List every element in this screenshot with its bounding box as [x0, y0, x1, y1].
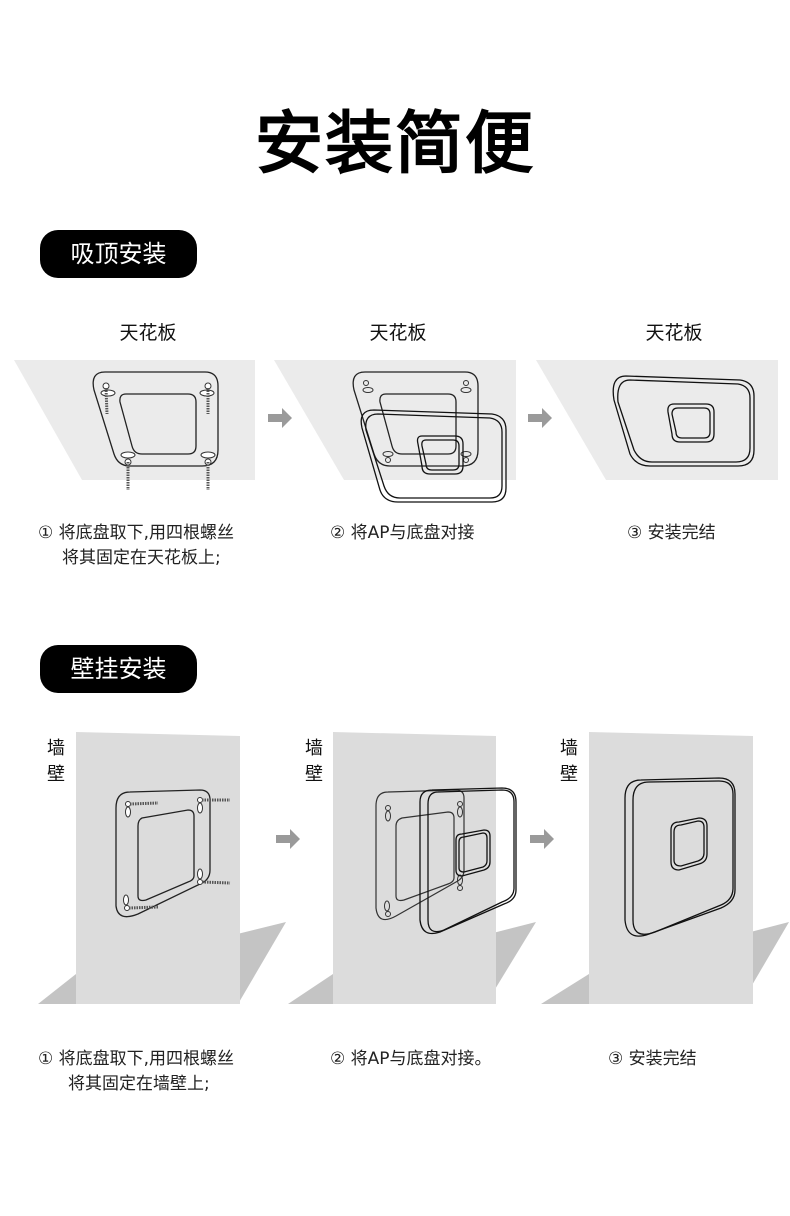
page-title: 安装简便 [254, 105, 535, 184]
wall-install-tag: 壁挂安装 [40, 645, 197, 693]
ceiling-install-tag: 吸顶安装 [40, 230, 197, 278]
wall-step3-caption: ③ 安装完结 [608, 1047, 697, 1072]
wall-step2-caption: ② 将AP与底盘对接。 [330, 1047, 492, 1072]
right-arrow-icon [528, 408, 552, 428]
right-arrow-icon [276, 829, 300, 849]
ceiling-step3-caption: ③ 安装完结 [627, 521, 716, 546]
ceiling-step1-illustration [14, 360, 255, 490]
step-text-line2: 将其固定在天花板上; [62, 548, 221, 568]
wall-step1-caption: ① 将底盘取下,用四根螺丝 将其固定在墙壁上; [38, 1047, 234, 1097]
wall-step1-illustration [38, 732, 286, 1004]
right-arrow-icon [530, 829, 554, 849]
right-arrow-icon [268, 408, 292, 428]
step-text-line2: 将其固定在墙壁上; [68, 1074, 210, 1094]
ceiling-label-2: 天花板 [369, 322, 427, 344]
step-number: ① [38, 1049, 54, 1069]
step-number: ② [330, 523, 346, 543]
ceiling-step1-caption: ① 将底盘取下,用四根螺丝 将其固定在天花板上; [38, 521, 234, 571]
step-text-line1: 将AP与底盘对接 [350, 523, 475, 543]
step-text-line1: 将底盘取下,用四根螺丝 [58, 523, 235, 543]
step-number: ③ [608, 1049, 624, 1069]
wall-label-2: 墙 壁 [305, 738, 323, 785]
wall-label-3: 墙 壁 [560, 738, 578, 785]
step-text-line1: 安装完结 [628, 1049, 697, 1069]
ceiling-step2-illustration [274, 360, 516, 503]
ceiling-label-3: 天花板 [645, 322, 703, 344]
ceiling-step3-illustration [536, 360, 778, 480]
step-text-line1: 将底盘取下,用四根螺丝 [58, 1049, 235, 1069]
wall-label-1: 墙 壁 [47, 738, 65, 785]
step-number: ③ [627, 523, 643, 543]
step-text-line1: 安装完结 [647, 523, 716, 543]
ceiling-label-1: 天花板 [119, 322, 177, 344]
wall-step3-illustration [541, 732, 789, 1004]
step-number: ② [330, 1049, 346, 1069]
ceiling-step2-caption: ② 将AP与底盘对接 [330, 521, 475, 546]
step-text-line1: 将AP与底盘对接。 [350, 1049, 492, 1069]
wall-step2-illustration [288, 732, 536, 1004]
step-number: ① [38, 523, 54, 543]
